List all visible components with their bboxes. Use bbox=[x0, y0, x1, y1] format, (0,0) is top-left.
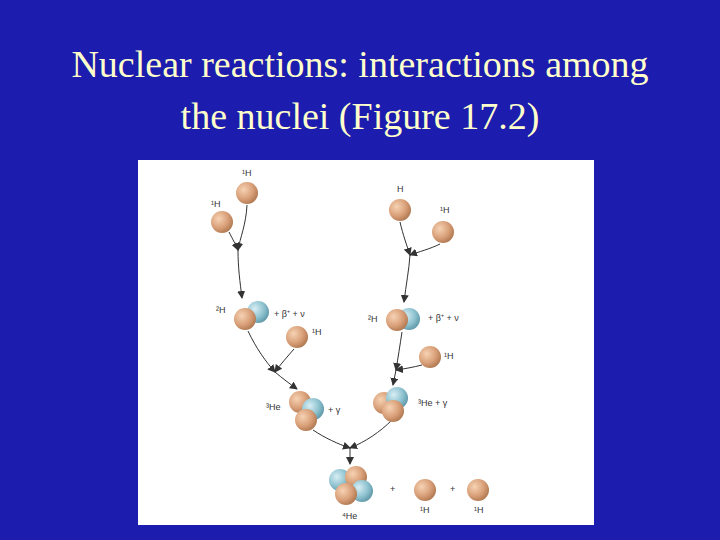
slide-title: Nuclear reactions: interactions among th… bbox=[50, 38, 670, 142]
nucleus-label: ²H bbox=[368, 314, 378, 325]
nucleus-label: ¹H bbox=[211, 199, 221, 210]
nucleus-label: H bbox=[397, 184, 404, 195]
nucleus-label: ¹H bbox=[312, 327, 322, 338]
nucleus-label: ³He bbox=[266, 402, 281, 413]
nucleus-label: ²H bbox=[216, 305, 226, 316]
gamma-label: + γ bbox=[328, 405, 340, 416]
figure-panel bbox=[138, 160, 594, 525]
decay-products: + β⁺ + ν bbox=[274, 309, 305, 320]
plus-sign: + bbox=[450, 484, 455, 495]
reaction-product: ³He + γ bbox=[418, 398, 447, 409]
decay-products: + β⁺ + ν bbox=[428, 313, 459, 324]
plus-sign: + bbox=[390, 484, 395, 495]
nucleus-label: ¹H bbox=[474, 505, 484, 516]
nucleus-label: ⁴He bbox=[342, 511, 357, 522]
nucleus-label: ¹H bbox=[440, 205, 450, 216]
nucleus-label: ¹H bbox=[420, 505, 430, 516]
nucleus-label: ¹H bbox=[242, 168, 252, 179]
nucleus-label: ¹H bbox=[444, 351, 454, 362]
